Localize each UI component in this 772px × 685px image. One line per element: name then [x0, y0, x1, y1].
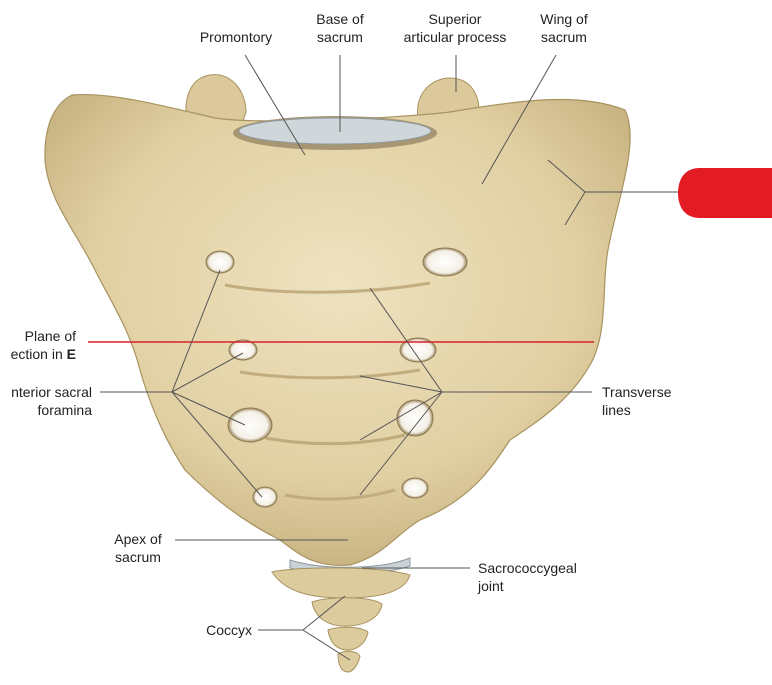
sacrum-body [44, 93, 631, 567]
leader-transverse-4 [359, 391, 443, 496]
leader-foramina-2 [171, 352, 244, 393]
leader-promontory [244, 54, 306, 156]
label-plane-of-section-figure-ref: E [66, 346, 76, 362]
leader-wing-of-sacrum [481, 54, 557, 185]
leader-coccyx-2 [302, 629, 351, 661]
label-wing-of-sacrum: Wing of sacrum [526, 10, 602, 46]
leader-transverse-3 [359, 391, 443, 441]
foramen-left-2 [228, 339, 258, 361]
leader-foramina-4 [171, 391, 263, 498]
label-wing-of-sacrum-line2: sacrum [541, 29, 587, 45]
foramen-right-1 [422, 247, 468, 277]
label-superior-articular-process-line2: articular process [403, 29, 507, 45]
label-anterior-sacral-foramina: nterior sacral foramina [0, 383, 92, 419]
transverse-ridge-1 [224, 281, 431, 294]
leader-lines [100, 54, 682, 661]
foramen-left-1 [205, 250, 235, 274]
label-promontory: Promontory [199, 29, 273, 45]
transverse-ridge-3 [264, 433, 406, 446]
label-sacrococcygeal-joint-line2: joint [478, 578, 504, 594]
label-plane-of-section: Plane of ection in E [0, 327, 76, 363]
leader-foramina-1 [171, 269, 221, 393]
label-wing-of-sacrum-line1: Wing of [540, 11, 588, 27]
label-coccyx: Coccyx [206, 622, 252, 638]
label-base-of-sacrum-line1: Base of [316, 11, 364, 27]
foramen-right-3 [396, 399, 434, 437]
label-sacrococcygeal-joint-line1: Sacrococcygeal [478, 560, 577, 576]
base-of-sacrum-cartilage [238, 117, 432, 145]
coccyx-segment-3 [327, 626, 369, 651]
label-apex-of-sacrum: Apex of sacrum [100, 530, 176, 566]
label-anterior-sacral-foramina-line2: foramina [37, 402, 92, 418]
leader-coccyx-1 [302, 595, 346, 631]
label-transverse-lines-line1: Transverse [602, 384, 672, 400]
label-plane-of-section-line2: ection in E [0, 345, 76, 363]
coccyx-segment-1 [271, 567, 411, 599]
label-plane-of-section-line1: Plane of [24, 328, 76, 344]
label-plane-of-section-text: ection in [10, 346, 67, 362]
transverse-ridge-2 [239, 368, 421, 380]
coccyx-segment-2 [311, 597, 383, 627]
label-base-of-sacrum-line2: sacrum [317, 29, 363, 45]
foramen-left-4 [252, 486, 278, 508]
label-base-of-sacrum: Base of sacrum [300, 10, 380, 46]
leader-transverse-1 [369, 287, 443, 393]
label-anterior-sacral-foramina-line1: nterior sacral [11, 384, 92, 400]
label-transverse-lines: Transverse lines [602, 383, 702, 419]
label-superior-articular-process: Superior articular process [390, 10, 520, 46]
foramen-right-4 [401, 477, 429, 499]
transverse-ridge-4 [284, 488, 396, 501]
foramen-left-3 [227, 407, 273, 443]
leader-foramina-3 [171, 391, 246, 426]
label-transverse-lines-line2: lines [602, 402, 631, 418]
red-tab-marker [678, 168, 772, 218]
label-apex-of-sacrum-line1: Apex of [114, 531, 162, 547]
label-apex-of-sacrum-line2: sacrum [115, 549, 161, 565]
leader-transverse-2 [359, 375, 443, 393]
label-superior-articular-process-line1: Superior [428, 11, 482, 27]
label-sacrococcygeal-joint: Sacrococcygeal joint [478, 559, 608, 595]
